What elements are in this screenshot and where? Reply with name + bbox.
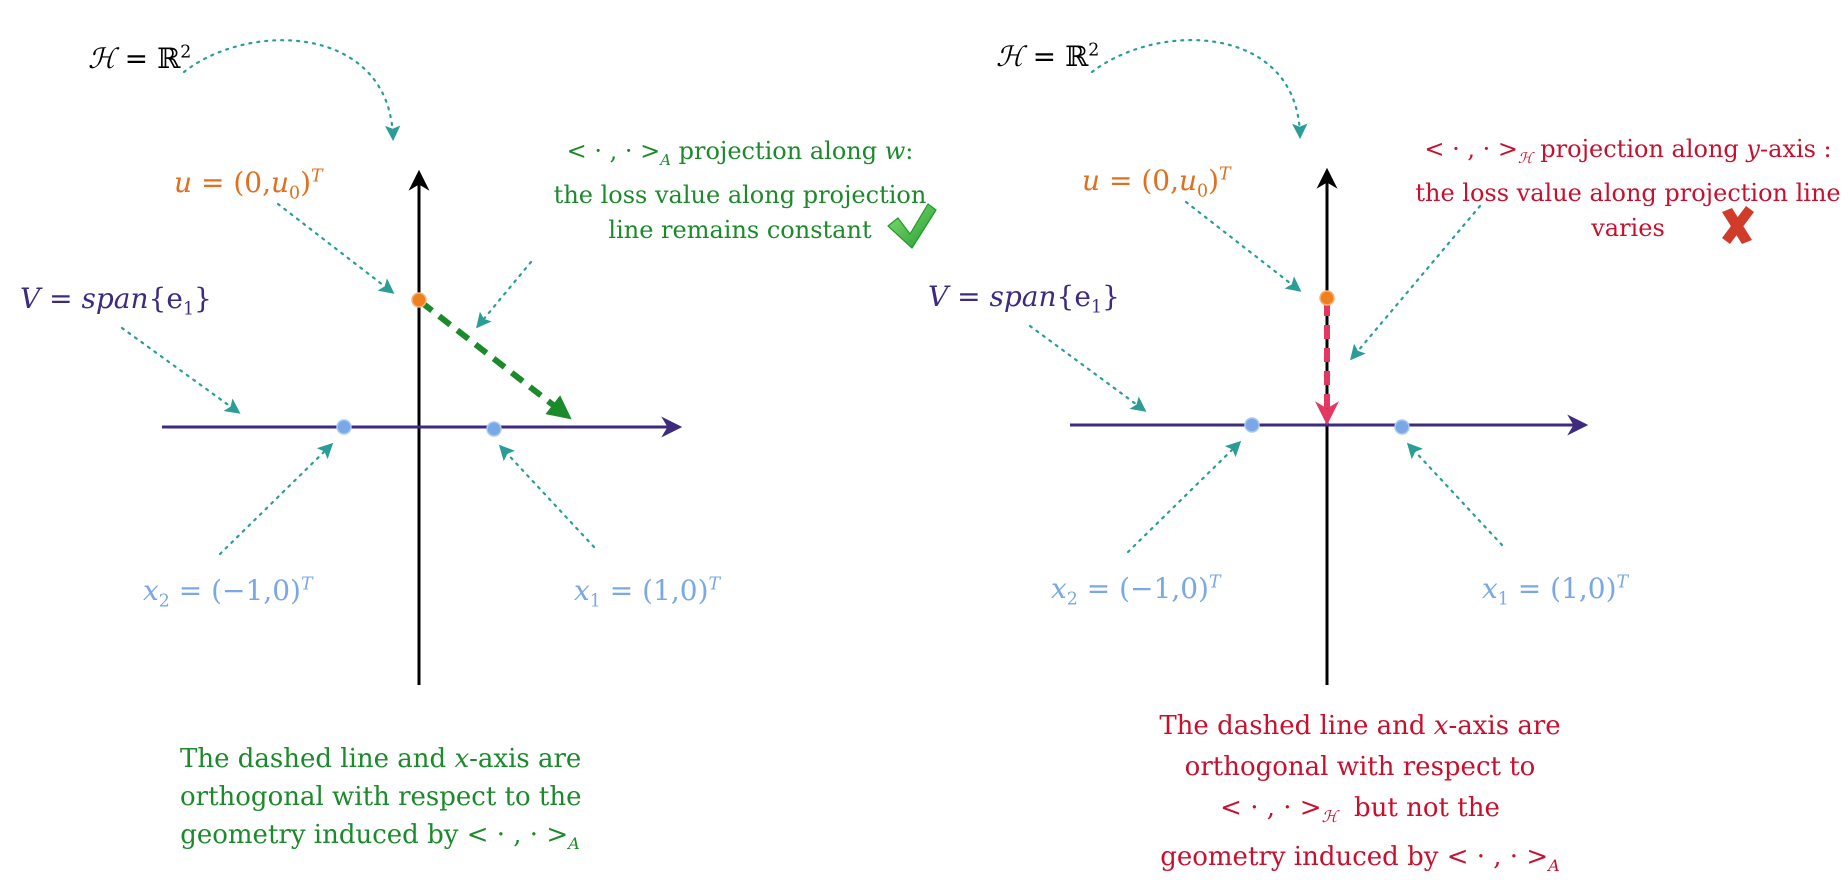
right-x1-pointer	[1406, 442, 1504, 547]
right-point-u	[1319, 290, 1335, 306]
left-projection-note: < · , · >A projection along w: the loss …	[553, 137, 927, 244]
right-x1-label: x1 = (1,0)T	[1482, 572, 1629, 610]
right-v-pointer	[1028, 324, 1147, 412]
right-note-pointer	[1350, 204, 1482, 361]
left-hilbert-pointer	[182, 39, 401, 142]
cross-mark-icon	[1722, 206, 1754, 244]
left-v-label: V = span{e1}	[20, 282, 212, 320]
left-note-pointer	[476, 260, 533, 329]
left-x2-pointer	[218, 442, 334, 556]
right-u-pointer	[1184, 200, 1302, 292]
left-point-x2	[336, 419, 352, 435]
right-x2-pointer	[1126, 440, 1242, 554]
left-point-x1	[486, 421, 502, 437]
right-v-label: V = span{e1}	[928, 280, 1120, 318]
check-mark-icon	[887, 203, 937, 249]
right-caption: The dashed line and x-axis are orthogona…	[1159, 711, 1561, 876]
right-panel	[1028, 39, 1754, 685]
right-point-x1	[1394, 419, 1410, 435]
left-panel	[120, 39, 937, 685]
left-projection-arrow	[419, 299, 572, 420]
left-u-pointer	[276, 202, 395, 294]
left-x2-label: x2 = (−1,0)T	[143, 574, 313, 612]
left-v-pointer	[120, 326, 241, 414]
right-projection-note: < · , · >ℋ projection along y-axis : the…	[1415, 135, 1841, 242]
left-x1-label: x1 = (1,0)T	[574, 574, 721, 612]
right-u-label: u = (0,u0)T	[1082, 164, 1231, 202]
right-point-x2	[1244, 417, 1260, 433]
right-x2-label: x2 = (−1,0)T	[1051, 572, 1221, 610]
left-u-label: u = (0,u0)T	[174, 166, 323, 204]
right-hilbert-pointer	[1090, 39, 1308, 140]
right-hilbert-label: ℋ = ℝ2	[996, 40, 1100, 73]
left-caption: The dashed line and x-axis are orthogona…	[180, 744, 582, 854]
left-hilbert-label: ℋ = ℝ2	[88, 42, 192, 75]
left-x1-pointer	[498, 444, 596, 549]
left-point-u	[411, 292, 427, 308]
